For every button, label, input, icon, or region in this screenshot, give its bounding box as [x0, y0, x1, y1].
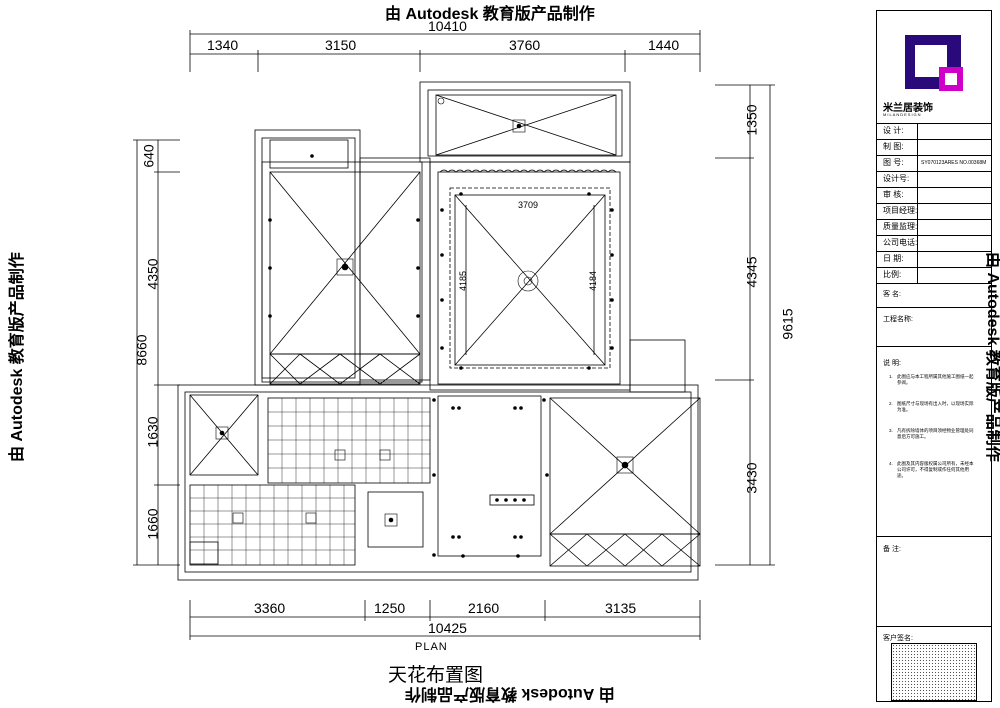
notes-box: 说 明: 1.此图应与本工程所属其他施工图纸一起参阅。 2.图纸尺寸与现场有出入…: [877, 346, 991, 537]
dim-bottom-3: 2160: [468, 600, 500, 616]
dim-right-total: 9615: [779, 308, 796, 340]
signature-area: [891, 643, 977, 701]
dim-top-3: 3760: [509, 37, 541, 53]
dim-left-1: 640: [140, 144, 157, 168]
note-2: 2.图纸尺寸与现场有出入时，以现场实际为准。: [889, 401, 974, 412]
logo-mark-icon: [905, 35, 963, 91]
dim-bottom-1: 3360: [254, 600, 286, 616]
field-scale: 比例:: [877, 267, 991, 284]
note-1: 1.此图应与本工程所属其他施工图纸一起参阅。: [889, 374, 974, 385]
watermark-top: 由 Autodesk 教育版产品制作: [385, 6, 595, 23]
dim-right-1: 1350: [743, 104, 760, 136]
field-review: 审 核:: [877, 187, 991, 204]
dim-top-total: 10410: [428, 18, 467, 34]
client-name-box: 客 名:: [877, 283, 991, 308]
remarks-box: 备 注:: [877, 536, 991, 627]
brand-name: 米兰居装饰: [883, 103, 933, 114]
field-drawing-no: 图 号:SY070123ARES NO.00368M: [877, 155, 991, 172]
dim-left-2: 4350: [144, 258, 161, 290]
company-logo: 米兰居装饰 MILANDESIGN: [877, 11, 991, 124]
dim-left-3: 1630: [144, 416, 161, 448]
dim-bottom-total: 10425: [428, 620, 467, 636]
field-date: 日 期:: [877, 251, 991, 268]
dim-inner-width: 3709: [518, 200, 539, 210]
brand-sub: MILANDESIGN: [883, 112, 922, 117]
plan-label: PLAN: [415, 641, 448, 653]
field-design-no: 设计号:: [877, 171, 991, 188]
dim-bottom-2: 1250: [374, 600, 406, 616]
dim-right-3: 3430: [743, 462, 760, 494]
dim-inner-height-left: 4185: [458, 270, 469, 292]
field-quality: 质量监理:: [877, 219, 991, 236]
plan-title: 天花布置图: [388, 664, 484, 686]
dim-left-4: 1660: [144, 508, 161, 540]
dim-top-2: 3150: [325, 37, 357, 53]
dim-right-2: 4345: [743, 256, 760, 288]
project-name-box: 工程名称:: [877, 308, 991, 347]
title-block: 米兰居装饰 MILANDESIGN 设 计: 制 图: 图 号:SY070123…: [876, 10, 992, 702]
field-phone: 公司电话:: [877, 235, 991, 252]
dim-left-total: 8660: [133, 334, 150, 366]
dim-bottom-4: 3135: [605, 600, 637, 616]
field-drafter: 制 图:: [877, 139, 991, 156]
dim-top-4: 1440: [648, 37, 680, 53]
note-3: 3.凡有拆除墙体的项目须经物业管理处同意后方可施工。: [889, 428, 974, 439]
ceiling-plan-drawing: [133, 30, 775, 640]
note-4: 4.此图及其内容版权属公司所有，未经本公司许可，不得复制或作任何其他用途。: [889, 461, 974, 478]
field-designer: 设 计:: [877, 123, 991, 140]
dim-inner-height-right: 4184: [588, 270, 599, 292]
field-project-manager: 项目经理:: [877, 203, 991, 220]
dim-top-1: 1340: [207, 37, 239, 53]
